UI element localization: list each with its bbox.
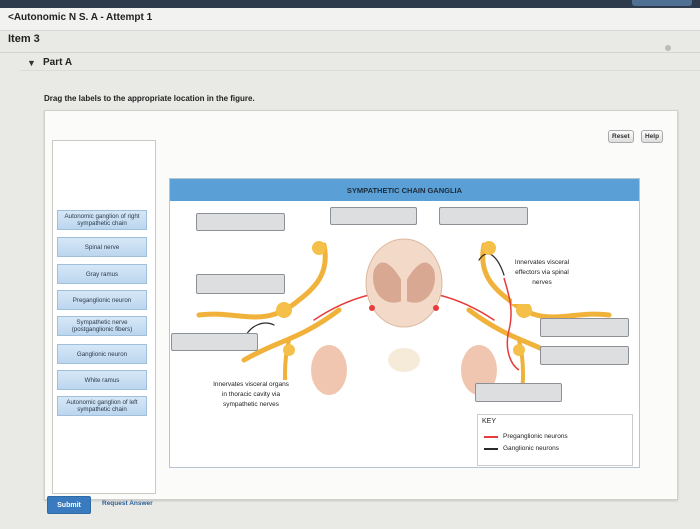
label-preganglionic-neuron[interactable]: Preganglionic neuron [57,290,147,310]
drop-target[interactable] [196,274,285,294]
label-white-ramus[interactable]: White ramus [57,370,147,390]
top-bar [0,0,700,8]
red-line-icon [484,435,498,438]
figure-title: SYMPATHETIC CHAIN GANGLIA [170,179,639,201]
part-title[interactable]: Part A [43,57,73,68]
drop-target[interactable] [196,213,285,231]
divider [20,70,700,71]
figure-text-thoracic: Innervates visceral organs in thoracic c… [212,380,290,424]
drop-target[interactable] [439,207,528,225]
drop-target[interactable] [540,346,629,365]
chevron-down-icon[interactable]: ▼ [27,58,36,68]
reset-button[interactable]: Reset [608,130,634,143]
label-spinal-nerve[interactable]: Spinal nerve [57,237,147,257]
item-title: Item 3 [8,33,40,45]
label-gray-ramus[interactable]: Gray ramus [57,264,147,284]
black-line-icon [484,447,498,450]
instruction-text: Drag the labels to the appropriate locat… [44,94,255,103]
key-preganglionic-label: Preganglionic neurons [503,433,568,440]
back-link[interactable]: <Autonomic N S. A - Attempt 1 [8,12,153,23]
drop-target[interactable] [171,333,258,351]
top-bar-pill [632,0,692,6]
label-sympathetic-nerve[interactable]: Sympathetic nerve (postganglionic fibers… [57,316,147,336]
label-ganglionic-neuron[interactable]: Ganglionic neuron [57,344,147,364]
header-bar [0,8,700,31]
submit-button[interactable]: Submit [47,496,91,514]
request-answer-link[interactable]: Request Answer [102,500,153,507]
drop-target[interactable] [475,383,562,402]
key-row-ganglionic: Ganglionic neurons [484,445,559,452]
key-row-preganglionic: Preganglionic neurons [484,433,568,440]
label-autonomic-ganglion-right[interactable]: Autonomic ganglion of right sympathetic … [57,210,147,230]
key-title: KEY [482,418,497,425]
figure-key: KEY Preganglionic neurons Ganglionic neu… [477,414,633,466]
divider [0,52,700,53]
help-button[interactable]: Help [641,130,664,143]
key-ganglionic-label: Ganglionic neurons [503,445,560,452]
drop-target[interactable] [540,318,629,337]
label-autonomic-ganglion-left[interactable]: Autonomic ganglion of left sympathetic c… [57,396,147,416]
status-dot [665,45,671,51]
drop-target[interactable] [330,207,417,225]
figure-text-spinal: Innervates visceral effectors via spinal… [512,258,572,304]
